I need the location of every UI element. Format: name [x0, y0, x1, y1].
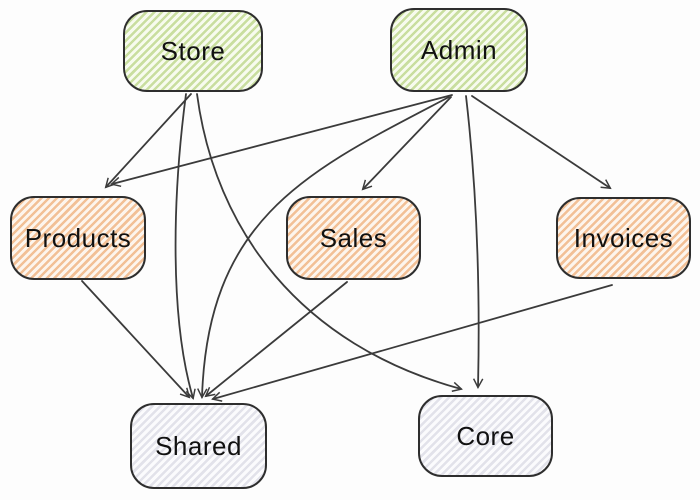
node-label-sales: Sales — [319, 222, 388, 253]
node-label-core: Core — [456, 420, 515, 451]
node-shared: Shared — [130, 403, 267, 489]
edge-admin-shared — [202, 96, 450, 397]
edge-invoices-shared — [213, 284, 613, 399]
edge-admin-products — [112, 94, 453, 184]
node-sales: Sales — [286, 196, 421, 280]
edge-store-shared — [174, 93, 193, 398]
node-label-products: Products — [24, 222, 132, 253]
edge-sales-shared — [206, 281, 348, 396]
edge-admin-core — [465, 95, 479, 387]
node-invoices: Invoices — [556, 197, 691, 279]
node-label-shared: Shared — [155, 430, 242, 461]
node-label-store: Store — [160, 35, 226, 66]
node-store: Store — [123, 10, 263, 92]
node-products: Products — [10, 196, 146, 280]
node-admin: Admin — [390, 8, 528, 92]
edge-products-shared — [81, 280, 189, 397]
node-core: Core — [418, 395, 553, 477]
edge-admin-invoices — [471, 95, 610, 188]
edge-store-core — [196, 93, 461, 389]
node-label-admin: Admin — [420, 34, 498, 65]
edge-store-products — [106, 93, 192, 187]
edge-admin-sales — [363, 96, 452, 189]
node-label-invoices: Invoices — [573, 222, 674, 253]
